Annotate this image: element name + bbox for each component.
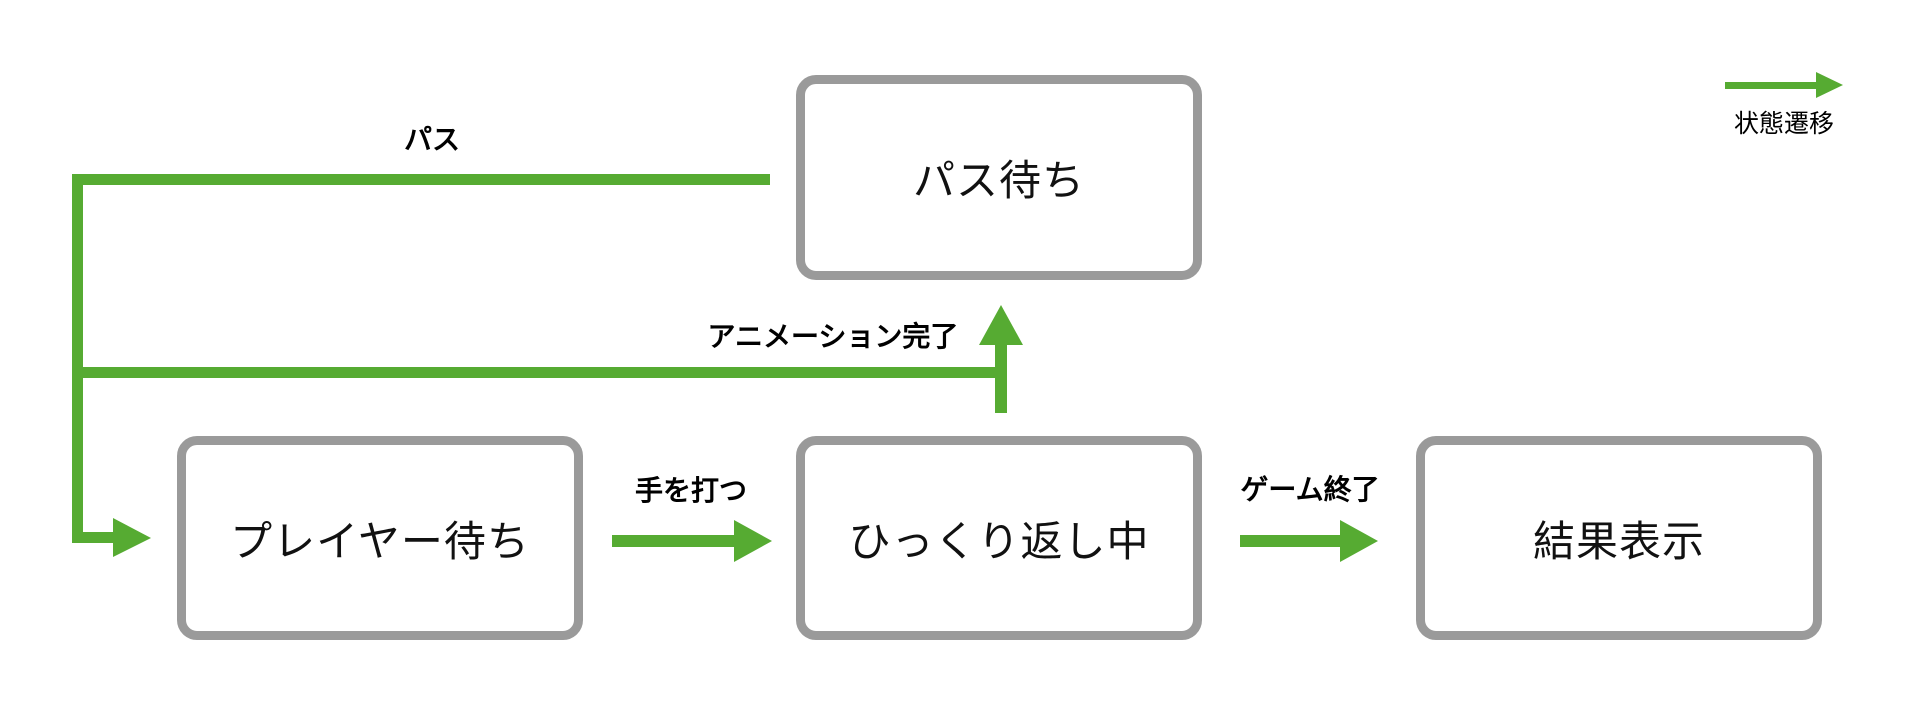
pass-line-vertical — [72, 174, 83, 543]
legend-arrowhead-right-icon — [1816, 72, 1843, 98]
transition-label-animation-done: アニメーション完了 — [707, 321, 959, 352]
pass-line-top-horizontal — [72, 174, 770, 185]
state-label-pass-wait: パス待ち — [912, 157, 1085, 204]
state-label-flipping: ひっくり返し中 — [848, 517, 1150, 565]
state-label-player-wait: プレイヤー待ち — [230, 517, 530, 565]
state-box-player-wait: プレイヤー待ち — [177, 436, 583, 640]
legend-arrow — [1725, 72, 1843, 98]
animation-done-arrowhead-up-icon — [979, 305, 1023, 345]
transition-label-make-move: 手を打つ — [634, 475, 748, 506]
pass-arrowhead-right-icon — [113, 518, 151, 557]
transition-label-game-over: ゲーム終了 — [1240, 474, 1380, 505]
state-box-flipping: ひっくり返し中 — [796, 436, 1202, 640]
animation-done-vertical-shaft — [995, 340, 1007, 413]
state-label-result-display: 結果表示 — [1532, 517, 1705, 565]
game-over-arrowhead-right-icon — [1340, 520, 1378, 562]
transition-pass-connector — [72, 174, 770, 557]
legend-arrow-shaft — [1725, 82, 1818, 89]
transition-animation-done-connector — [72, 305, 1023, 413]
legend-label: 状態遷移 — [1733, 110, 1835, 138]
animation-done-horizontal — [72, 367, 1001, 378]
state-box-result-display: 結果表示 — [1416, 436, 1822, 640]
pass-line-bottom-horizontal — [72, 532, 114, 543]
game-over-shaft — [1240, 535, 1342, 547]
transition-make-move-connector — [612, 520, 772, 562]
transition-game-over-connector — [1240, 520, 1378, 562]
transition-label-pass: パス — [403, 124, 461, 155]
state-box-pass-wait: パス待ち — [796, 75, 1202, 280]
make-move-shaft — [612, 535, 736, 547]
make-move-arrowhead-right-icon — [734, 520, 772, 562]
